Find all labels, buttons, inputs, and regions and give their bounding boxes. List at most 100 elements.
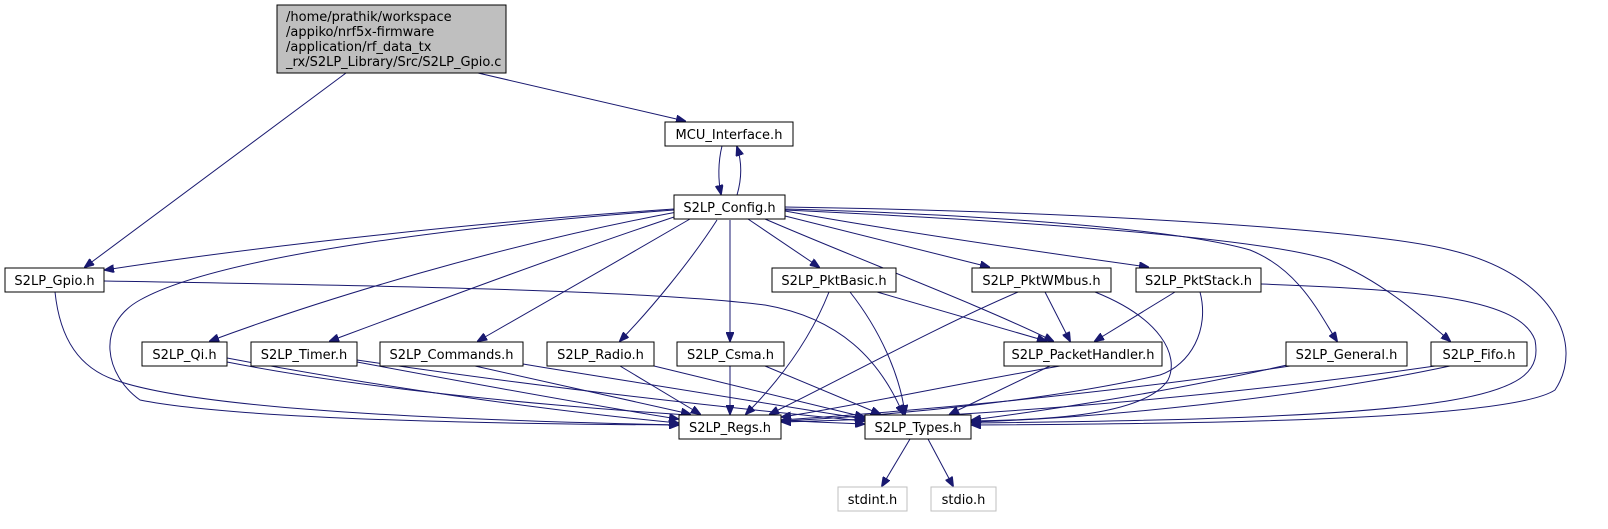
edges xyxy=(54,72,1567,486)
node-pktstack[interactable]: S2LP_PktStack.h xyxy=(1135,267,1262,293)
node-stdint: stdint.h xyxy=(837,486,908,512)
node-label-gpio: S2LP_Gpio.h xyxy=(14,274,94,289)
edge-timer-to-types xyxy=(356,359,864,421)
node-label-pktstack: S2LP_PktStack.h xyxy=(1145,274,1252,289)
edge-pktstack-to-packethandler xyxy=(1095,291,1176,341)
node-regs[interactable]: S2LP_Regs.h xyxy=(678,414,782,440)
edge-commands-to-regs xyxy=(474,365,690,414)
edge-root-to-mcu xyxy=(477,72,685,121)
node-box-pktbasic xyxy=(771,267,897,293)
node-label-packethandler: S2LP_PacketHandler.h xyxy=(1012,348,1155,363)
node-label-stdio: stdio.h xyxy=(942,493,986,508)
node-box-general xyxy=(1285,341,1408,367)
edge-commands-to-types xyxy=(522,363,864,419)
edge-config-to-pktstack xyxy=(784,210,1148,267)
node-label-types: S2LP_Types.h xyxy=(874,421,961,436)
edge-config-to-radio xyxy=(620,219,718,341)
node-qi[interactable]: S2LP_Qi.h xyxy=(141,341,228,367)
edge-pktbasic-to-regs xyxy=(746,291,830,414)
edge-config-to-qi xyxy=(210,211,678,341)
edge-config-to-general xyxy=(784,208,1337,341)
node-label-radio: S2LP_Radio.h xyxy=(557,348,644,363)
node-fifo[interactable]: S2LP_Fifo.h xyxy=(1430,341,1528,367)
node-packethandler[interactable]: S2LP_PacketHandler.h xyxy=(1003,341,1163,367)
node-box-pktwmbus xyxy=(971,267,1112,293)
edge-qi-to-regs xyxy=(226,357,678,423)
node-label-csma: S2LP_Csma.h xyxy=(687,348,774,363)
edge-config-to-types xyxy=(784,206,1567,425)
node-label-pktbasic: S2LP_PktBasic.h xyxy=(781,274,886,289)
node-types[interactable]: S2LP_Types.h xyxy=(864,414,972,440)
edge-pktstack-to-types xyxy=(972,283,1537,423)
node-box-csma xyxy=(676,341,785,367)
node-box-regs xyxy=(678,414,782,440)
node-label-qi: S2LP_Qi.h xyxy=(152,348,216,363)
node-label-root: /application/rf_data_tx xyxy=(286,40,432,55)
node-label-timer: S2LP_Timer.h xyxy=(261,348,347,363)
edge-general-to-regs xyxy=(782,365,1291,420)
node-commands[interactable]: S2LP_Commands.h xyxy=(379,341,524,367)
edge-pktbasic-to-packethandler xyxy=(876,291,1046,341)
edge-config-to-pktbasic xyxy=(747,218,819,267)
node-mcu[interactable]: MCU_Interface.h xyxy=(664,121,794,147)
edge-radio-to-types xyxy=(653,365,864,417)
edge-config-to-regs xyxy=(109,209,678,425)
node-box-stdint xyxy=(837,486,908,512)
node-box-fifo xyxy=(1430,341,1528,367)
edge-config-to-timer xyxy=(330,213,684,341)
edge-config-to-pktwmbus xyxy=(784,215,989,267)
node-label-regs: S2LP_Regs.h xyxy=(689,421,771,436)
node-general[interactable]: S2LP_General.h xyxy=(1285,341,1408,367)
node-stdio: stdio.h xyxy=(930,486,997,512)
edge-gpio-to-types xyxy=(103,280,903,414)
node-label-root: /appiko/nrf5x-firmware xyxy=(286,25,434,40)
edge-config-to-mcu xyxy=(737,147,741,196)
edge-pktwmbus-to-regs xyxy=(770,291,1019,414)
node-box-packethandler xyxy=(1003,341,1163,367)
node-gpio[interactable]: S2LP_Gpio.h xyxy=(4,267,105,293)
edge-pktbasic-to-types xyxy=(849,291,905,414)
node-box-timer xyxy=(250,341,358,367)
node-box-pktstack xyxy=(1135,267,1262,293)
node-label-config: S2LP_Config.h xyxy=(683,201,775,216)
edge-gpio-to-regs xyxy=(54,291,678,425)
node-config[interactable]: S2LP_Config.h xyxy=(673,194,786,220)
edge-csma-to-types xyxy=(764,365,880,414)
edge-root-to-gpio xyxy=(85,72,347,267)
edge-packethandler-to-types xyxy=(950,365,1051,414)
node-label-root: _rx/S2LP_Library/Src/S2LP_Gpio.c xyxy=(285,55,501,70)
edge-types-to-stdio xyxy=(927,438,953,486)
edge-config-to-fifo xyxy=(784,209,1450,341)
node-box-mcu xyxy=(664,121,794,147)
edge-fifo-to-types xyxy=(972,365,1451,422)
edge-mcu-to-config xyxy=(719,145,722,194)
nodes: /home/prathik/workspace/appiko/nrf5x-fir… xyxy=(4,4,1528,512)
node-csma[interactable]: S2LP_Csma.h xyxy=(676,341,785,367)
node-label-stdint: stdint.h xyxy=(848,493,897,508)
edge-config-to-packethandler xyxy=(764,218,1053,341)
node-radio[interactable]: S2LP_Radio.h xyxy=(546,341,655,367)
node-label-commands: S2LP_Commands.h xyxy=(389,348,513,363)
node-label-general: S2LP_General.h xyxy=(1296,348,1398,363)
edge-timer-to-regs xyxy=(356,361,678,419)
edge-general-to-types xyxy=(972,361,1301,420)
node-pktwmbus[interactable]: S2LP_PktWMbus.h xyxy=(971,267,1112,293)
node-box-stdio xyxy=(930,486,997,512)
node-box-gpio xyxy=(4,267,105,293)
node-timer[interactable]: S2LP_Timer.h xyxy=(250,341,358,367)
node-label-fifo: S2LP_Fifo.h xyxy=(1443,348,1516,363)
node-box-root xyxy=(276,4,507,74)
node-label-pktwmbus: S2LP_PktWMbus.h xyxy=(982,274,1100,289)
edge-types-to-stdint xyxy=(882,438,911,486)
node-box-config xyxy=(673,194,786,220)
node-root: /home/prathik/workspace/appiko/nrf5x-fir… xyxy=(276,4,507,74)
node-box-qi xyxy=(141,341,228,367)
node-box-commands xyxy=(379,341,524,367)
edge-pktwmbus-to-packethandler xyxy=(1044,291,1070,341)
node-label-mcu: MCU_Interface.h xyxy=(676,128,783,143)
node-pktbasic[interactable]: S2LP_PktBasic.h xyxy=(771,267,897,293)
node-box-radio xyxy=(546,341,655,367)
edge-radio-to-regs xyxy=(619,365,700,414)
node-box-types xyxy=(864,414,972,440)
